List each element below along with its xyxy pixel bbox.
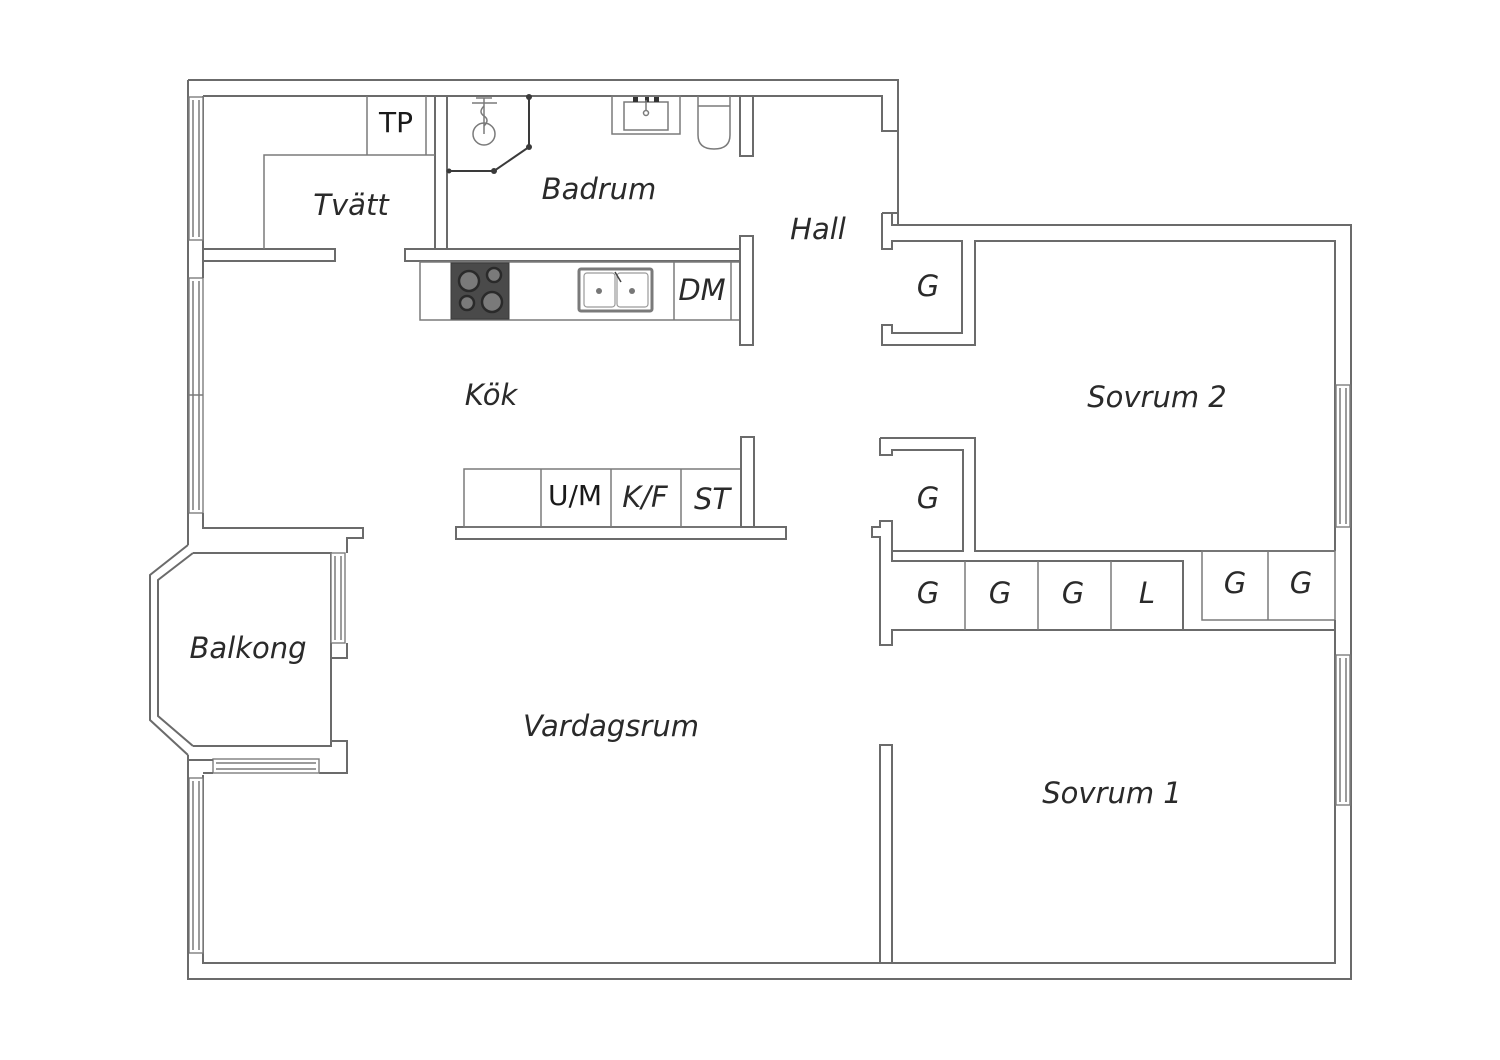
fixture-label-um: U/M xyxy=(548,479,602,512)
closet-label: L xyxy=(1139,576,1155,610)
closet-label: G xyxy=(1224,566,1246,600)
badrum-fixtures xyxy=(446,94,754,174)
kitchen-lower-counter xyxy=(455,436,787,540)
room-label-vardagsrum: Vardagsrum xyxy=(523,709,699,743)
room-label-kok: Kök xyxy=(465,378,519,412)
room-label-balkong: Balkong xyxy=(189,631,306,665)
sink-icon xyxy=(577,267,654,313)
living-inner-wall xyxy=(202,745,881,964)
closet-label: G xyxy=(1290,566,1312,600)
closet-label: G xyxy=(917,481,939,515)
badrum-door-wall xyxy=(739,95,754,157)
closet-label: G xyxy=(989,576,1011,610)
closet-row xyxy=(871,437,1336,655)
fixture-label-kf: K/F xyxy=(622,480,669,514)
window-tvatt xyxy=(188,96,204,241)
left-windows xyxy=(188,96,204,954)
closet-label: G xyxy=(917,269,939,303)
window-vardagsrum-left xyxy=(188,777,204,954)
toilet-icon xyxy=(697,96,731,150)
window-sovrum1 xyxy=(1335,654,1351,806)
room-labels: TP Tvätt Badrum Hall DM Kök U/M K/F ST S… xyxy=(189,106,1312,810)
right-windows xyxy=(1335,384,1351,806)
room-label-tvatt: Tvätt xyxy=(313,188,390,222)
shower-icon xyxy=(446,94,532,174)
kitchen-upper-counter xyxy=(419,235,754,346)
balkong-window-right xyxy=(330,552,346,644)
fixture-label-st: ST xyxy=(694,482,732,516)
room-label-sovrum1: Sovrum 1 xyxy=(1042,776,1182,810)
room-label-hall: Hall xyxy=(790,212,846,246)
fixture-label-tp: TP xyxy=(378,106,413,139)
tvatt-bottom-wall-left xyxy=(202,248,336,262)
washbasin-icon xyxy=(611,95,681,135)
kitchen-vardagsrum-wall xyxy=(455,526,787,540)
tvatt-bottom-wall-right xyxy=(404,248,754,262)
kok-balkong-wall xyxy=(202,262,364,553)
tvatt-walls xyxy=(202,95,754,262)
window-sovrum2 xyxy=(1335,384,1351,528)
balkong-door xyxy=(212,758,320,774)
sovrum1-left-wall xyxy=(879,744,893,964)
kitchen-lower-wall-stub xyxy=(740,436,755,528)
tvatt-counter xyxy=(263,154,435,249)
room-label-sovrum2: Sovrum 2 xyxy=(1087,380,1227,414)
closet-label: G xyxy=(917,576,939,610)
balkong xyxy=(149,544,348,979)
room-label-badrum: Badrum xyxy=(542,172,657,206)
fixture-label-dm: DM xyxy=(678,273,725,307)
tp-cabinet xyxy=(366,96,427,155)
hall-right-wall xyxy=(881,212,898,250)
tvatt-badrum-partition xyxy=(434,95,448,250)
hall-closet-upper xyxy=(881,212,976,346)
kitchen-hall-wall xyxy=(739,235,754,346)
closet-label: G xyxy=(1062,576,1084,610)
